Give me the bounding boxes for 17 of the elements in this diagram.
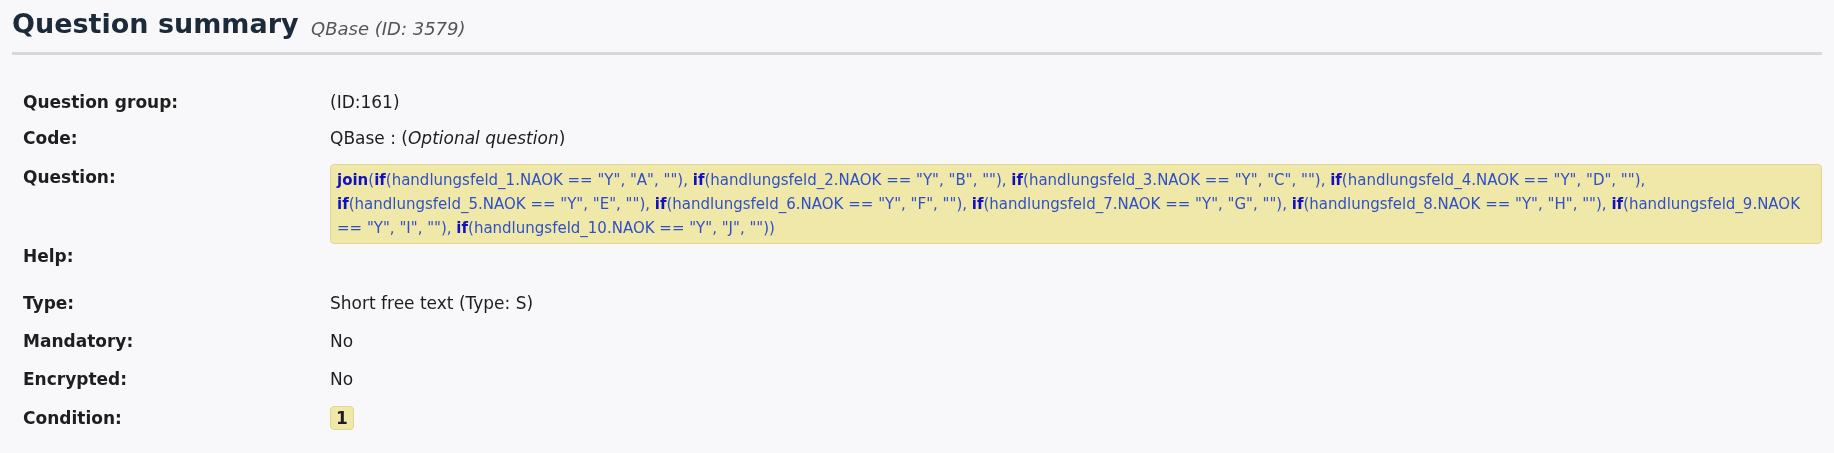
field-value: QBase : (Optional question)	[330, 128, 566, 148]
field-label: Encrypted:	[23, 369, 128, 389]
field-label: Condition:	[23, 408, 122, 428]
field-label: Code:	[23, 128, 78, 148]
field-value: No	[330, 331, 354, 351]
field-value: No	[330, 369, 354, 389]
condition-code: 1	[330, 406, 354, 430]
field-label: Type:	[23, 293, 75, 313]
page-title: Question summary	[12, 8, 299, 39]
field-label: Help:	[23, 246, 74, 266]
expression-code: join(if(handlungsfeld_1.NAOK == "Y", "A", ""), if(handlungsfeld_2.NAOK == "Y", "B", ""), if(handlungsfeld_3.NAOK == "Y", "C", ""), if(handlungsfeld_4.NAOK == "Y", "D", ""), if(handlungsfeld_5.NAOK == "Y", "E", ""), if(handlungsfeld_6.NAOK == "Y", "F", ""), if(handlungsfeld_7.NAOK == "Y", "G", ""), if(handlungsfeld_8.NAOK == "Y", "H", ""), if(handlungsfeld_9.NAOK == "Y", "I", ""), if(handlungsfeld_10.NAOK == "Y", "J", ""))	[330, 164, 1822, 244]
field-label: Mandatory:	[23, 331, 134, 351]
field-value: Short free text (Type: S)	[330, 293, 534, 313]
field-label: Question group:	[23, 92, 179, 112]
subtitle: QBase (ID: 3579)	[311, 18, 466, 39]
field-label: Question:	[23, 167, 116, 187]
field-value: (ID:161)	[330, 92, 400, 112]
